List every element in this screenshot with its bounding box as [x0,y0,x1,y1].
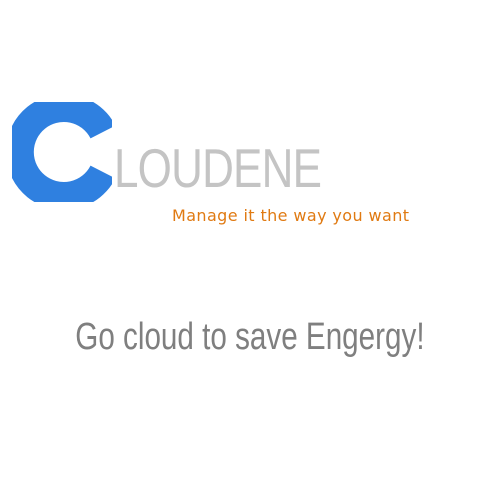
slogan-label: Go cloud to save Engergy! [75,316,425,358]
brand-wordmark: LOUDENE [114,137,322,199]
brand-tagline: Manage it the way you want [172,206,410,225]
slogan-text: Go cloud to save Engergy! [0,314,500,360]
letter-c-logo-icon [12,102,112,202]
